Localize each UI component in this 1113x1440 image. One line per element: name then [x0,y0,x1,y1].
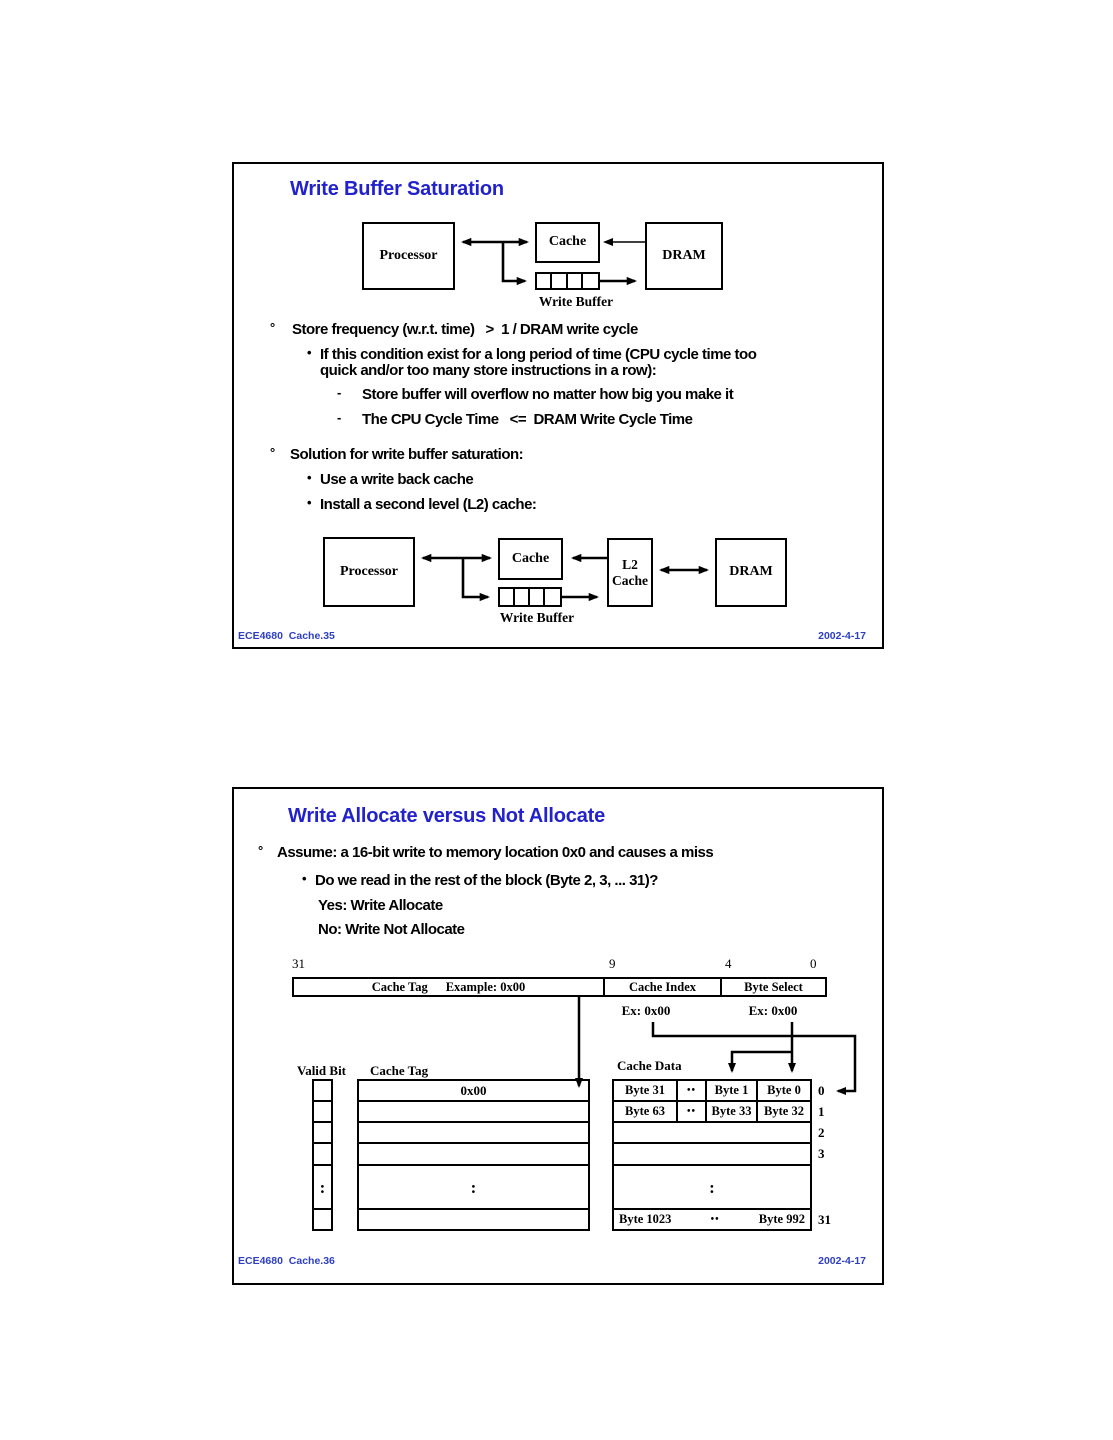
write-buffer-label-2: Write Buffer [499,610,575,625]
cache-data-row0: Byte 31 •• Byte 1 Byte 0 [612,1079,812,1102]
ex-index-label: Ex: 0x00 [621,1003,671,1018]
valid-bit-cell [312,1100,333,1123]
cache-tag-row [357,1142,590,1166]
row-number: 1 [818,1104,825,1119]
byte-cell: Byte 33 [707,1102,758,1121]
cache-data-row [612,1121,812,1144]
l2-cache-label: L2 Cache [612,556,648,588]
row-number: 0 [818,1083,825,1098]
proc-writebuffer-arrow-2 [461,558,491,602]
byte-cell: Byte 992 [758,1212,805,1226]
dram-box-2: DRAM [715,538,787,607]
cache-tag-field-label: Cache Tag [371,979,428,994]
processor-box-2: Processor [323,537,415,607]
bit-label-0: 0 [810,956,817,971]
cache-tag-field: Cache Tag Example: 0x00 [294,979,605,995]
dots-cell: •• [710,1214,720,1225]
valid-bit-cell [312,1142,333,1166]
select-to-byte1-arrow [728,1050,792,1073]
bit-label-4: 4 [725,956,732,971]
processor-label: Processor [339,563,399,579]
bullet-text: Store frequency (w.r.t. time) > 1 / DRAM… [292,321,638,338]
bullet-text: If this condition exist for a long perio… [320,346,757,379]
dram-box: DRAM [645,222,723,290]
cache-data-header: Cache Data [617,1058,682,1073]
cache-box: Cache [535,222,600,263]
byte-cell: Byte 63 [614,1102,678,1121]
write-buffer-cells-2 [498,587,562,607]
byte-select-field: Byte Select [744,979,803,994]
slide1-title: Write Buffer Saturation [290,178,504,200]
bullet-marker: ° [270,320,276,335]
valid-bit-cell [312,1079,333,1102]
slide1-footer-left: ECE4680 Cache.35 [238,630,335,642]
bullet-text: Yes: Write Allocate [318,897,443,914]
byte-cell: Byte 1023 [619,1212,672,1226]
slide-write-allocate: Write Allocate versus Not Allocate ° Ass… [232,787,884,1285]
slide2-footer-right: 2002-4-17 [818,1255,866,1267]
cache-tag-example: Example: 0x00 [445,979,526,994]
bullet-marker: • [307,495,312,510]
processor-label: Processor [379,247,438,263]
valid-bit-ellipsis: : [312,1164,333,1210]
cache-data-row31: Byte 1023 •• Byte 992 [612,1208,812,1231]
cache-tag-row [357,1121,590,1144]
bullet-text: Assume: a 16-bit write to memory locatio… [277,844,714,861]
bullet-marker: • [307,345,312,360]
valid-bit-cell [312,1208,333,1231]
cache-index-field: Cache Index [605,979,722,995]
cache-tag-ellipsis: : [357,1164,590,1210]
slide-write-buffer-saturation: Write Buffer Saturation Processor Cache … [232,162,884,649]
byte-cell: Byte 0 [767,1083,801,1097]
l2-cache-box: L2 Cache [607,538,653,607]
row-number: 3 [818,1146,825,1161]
proc-writebuffer-arrow [501,242,528,286]
bullet-marker: • [307,470,312,485]
bullet-text: Solution for write buffer saturation: [290,446,524,463]
row-number: 31 [818,1212,831,1227]
dots-cell: •• [678,1102,707,1121]
bullet-marker: ° [258,843,264,858]
bullet-text: No: Write Not Allocate [318,921,465,938]
address-bar: Cache Tag Example: 0x00 Cache Index Byte… [292,977,827,997]
bullet-text: Do we read in the rest of the block (Byt… [315,872,658,889]
byte-cell: Byte 1 [707,1081,758,1100]
cache-data-row [612,1142,812,1166]
bullet-marker: - [337,410,342,425]
cache-data-ellipsis: : [612,1164,812,1210]
bullet-marker: ° [270,445,276,460]
processor-box: Processor [362,222,455,290]
valid-bit-cell [312,1121,333,1144]
row-number: 2 [818,1125,825,1140]
bullet-marker: • [302,871,307,886]
cache-tag-header: Cache Tag [370,1063,429,1078]
cache-box-2: Cache [498,538,563,580]
bullet-text: Install a second level (L2) cache: [320,496,537,513]
cache-label: Cache [548,234,587,250]
cache-tag-row0: 0x00 [357,1079,590,1102]
byte-cell: Byte 31 [614,1081,678,1100]
bullet-marker: - [337,385,342,400]
cache-data-row1: Byte 63 •• Byte 33 Byte 32 [612,1100,812,1123]
write-buffer-label: Write Buffer [538,294,614,309]
dram-label: DRAM [662,247,706,263]
bit-label-9: 9 [609,956,616,971]
write-buffer-cells [535,272,600,290]
bullet-text: Store buffer will overflow no matter how… [362,386,734,403]
bullet-text: The CPU Cycle Time <= DRAM Write Cycle T… [362,411,693,428]
dram-label: DRAM [729,564,773,580]
valid-bit-header: Valid Bit [297,1063,347,1078]
slide1-footer-right: 2002-4-17 [818,630,866,642]
ex-select-label: Ex: 0x00 [748,1003,798,1018]
slide2-footer-left: ECE4680 Cache.36 [238,1255,335,1267]
cache-tag-row [357,1208,590,1231]
bullet-text: Use a write back cache [320,471,474,488]
bit-label-31: 31 [292,956,305,971]
slide2-title: Write Allocate versus Not Allocate [288,805,605,827]
byte-cell: Byte 32 [764,1104,804,1118]
dots-cell: •• [678,1081,707,1100]
cache-tag-row [357,1100,590,1123]
cache-label: Cache [511,550,550,566]
